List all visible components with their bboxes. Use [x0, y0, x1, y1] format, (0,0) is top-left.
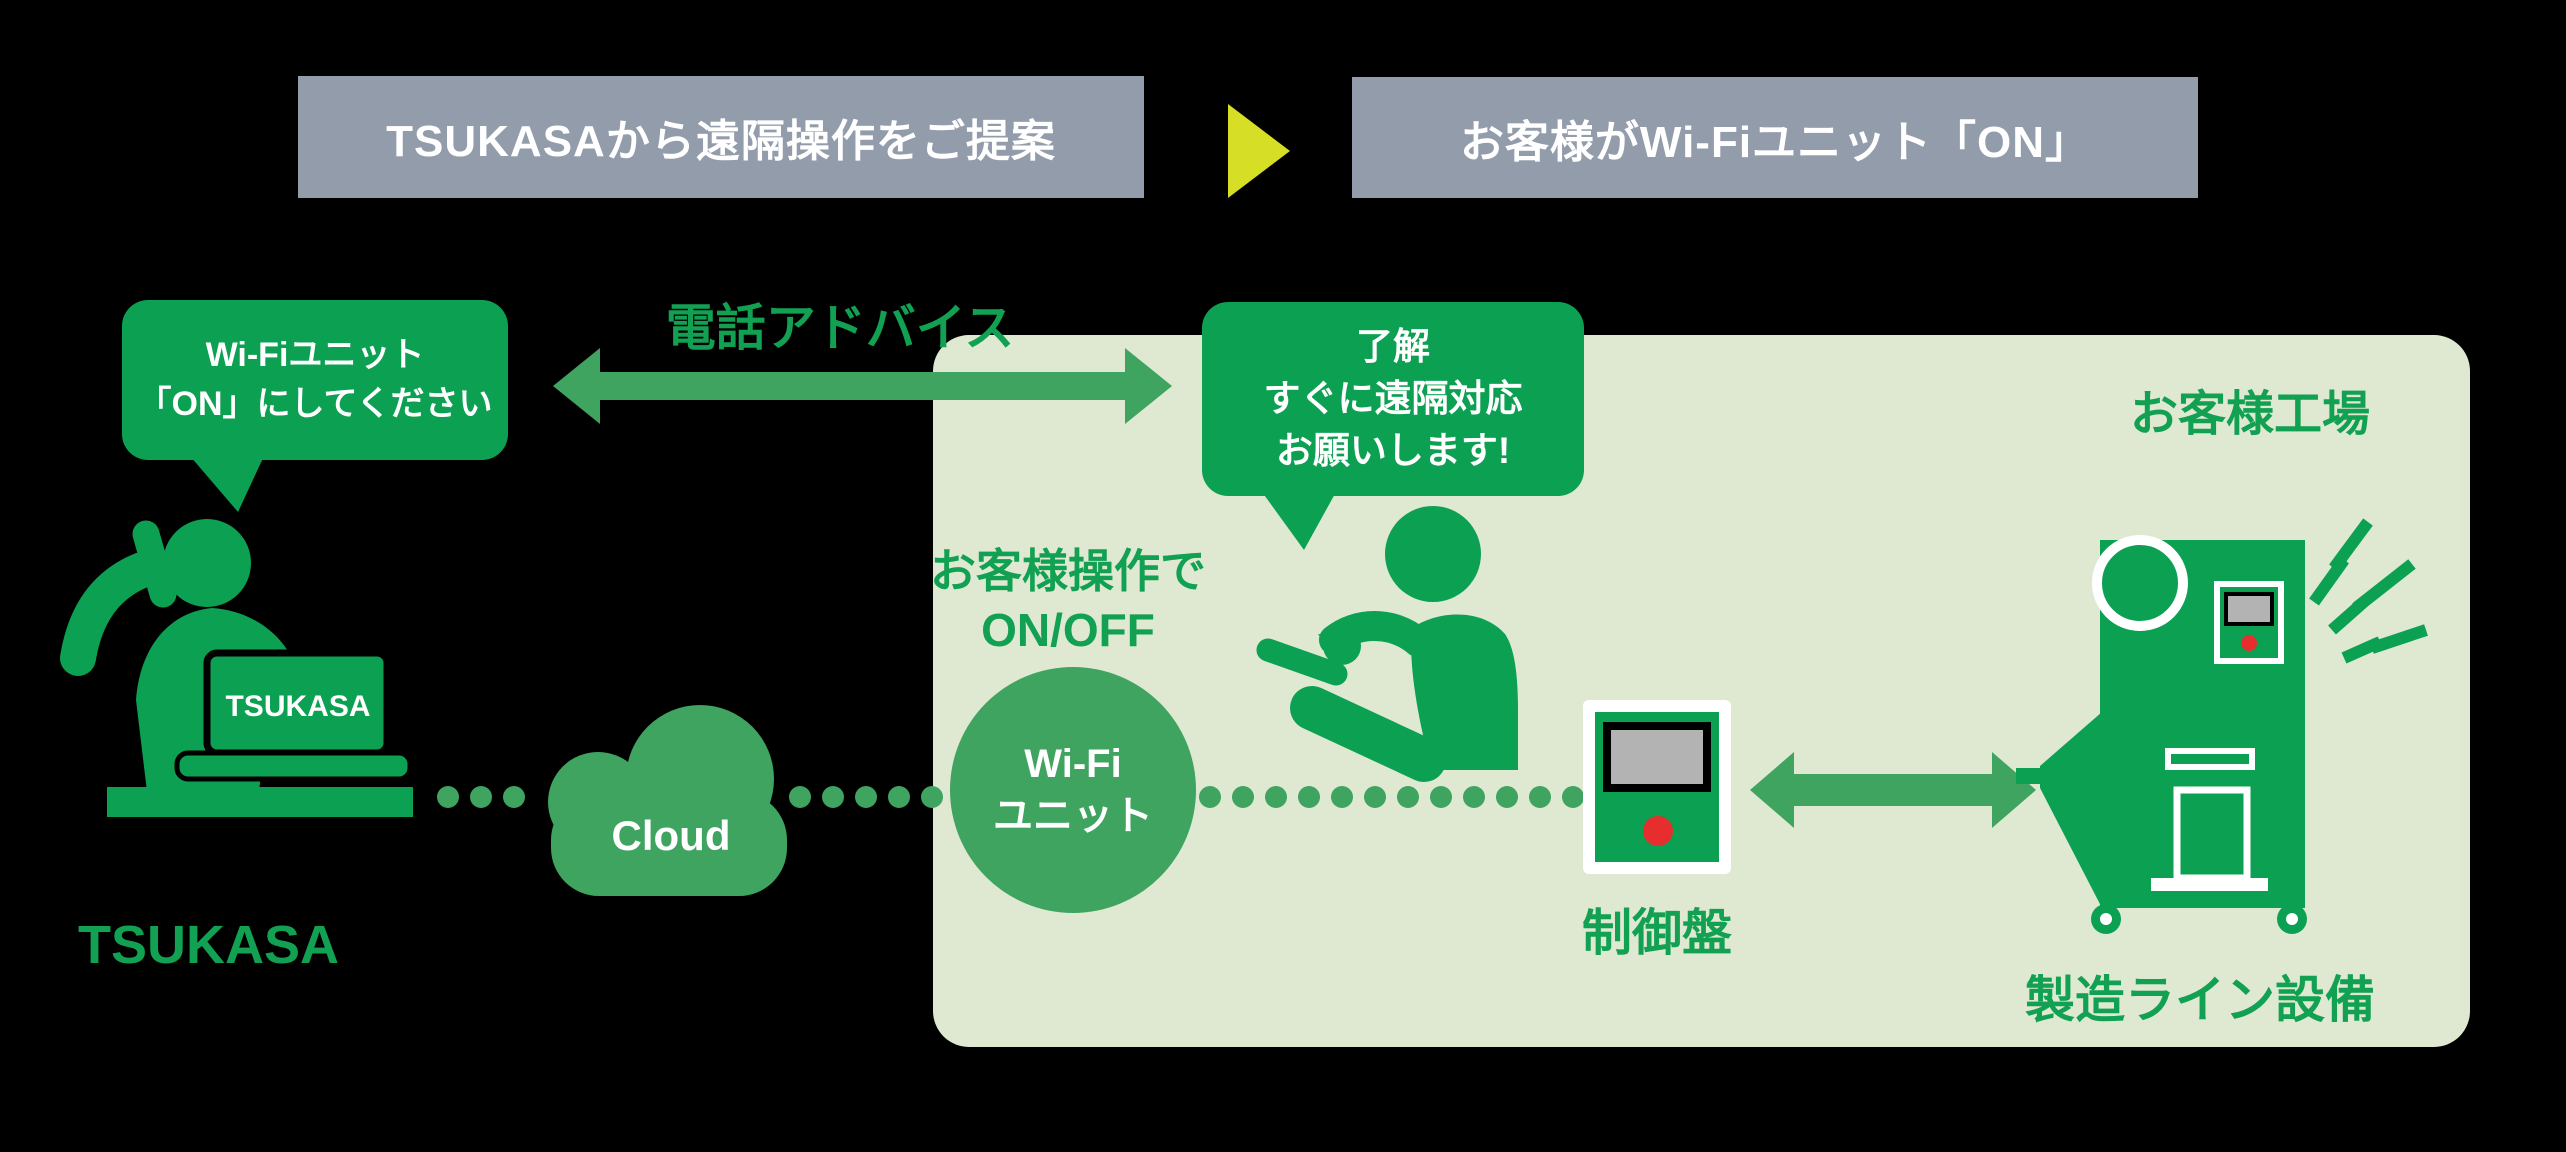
wifi-unit-line2: ユニット — [993, 794, 1153, 838]
equipment-machine-icon — [2016, 518, 2428, 934]
customer-person-icon — [1256, 506, 1518, 782]
panel-red-button — [1643, 816, 1673, 846]
desk-icon — [107, 787, 413, 817]
step2-label: お客様がWi-Fiユニット「ON」 — [1459, 117, 2091, 167]
step-box-proposal: TSUKASAから遠隔操作をご提案 — [298, 76, 1144, 198]
panel-screen — [1611, 730, 1703, 784]
tsukasa-speech-line1: Wi-Fiユニット — [205, 335, 425, 374]
laptop-base-icon — [174, 750, 413, 782]
wifi-unit-line1: Wi-Fi — [1024, 742, 1122, 786]
alarm-lightning-icon — [2309, 518, 2428, 664]
speech-tail-right — [1262, 492, 1336, 550]
phone-advice-label: 電話アドバイス — [665, 300, 1015, 356]
machine-hopper — [2040, 712, 2102, 908]
operation-line2: ON/OFF — [981, 603, 1155, 656]
operation-line1: お客様操作で — [930, 545, 1206, 597]
customer-body — [1411, 614, 1518, 770]
phone-advice-arrow-icon — [553, 348, 1172, 424]
step-arrow-icon — [1228, 104, 1290, 198]
tsukasa-speech-bubble: Wi-Fiユニット 「ON」にしてください — [122, 300, 508, 460]
customer-operation-label: お客様操作で ON/OFF — [876, 542, 1260, 660]
step-box-customer-on: お客様がWi-Fiユニット「ON」 — [1352, 77, 2198, 198]
laptop-screen-label: TSUKASA — [225, 690, 371, 723]
machine-window — [2092, 535, 2188, 631]
tsukasa-name-label: TSUKASA — [78, 915, 340, 975]
step1-label: TSUKASAから遠隔操作をご提案 — [386, 117, 1056, 166]
smartphone-icon — [1256, 638, 1348, 686]
tsukasa-speech-line2: 「ON」にしてください — [137, 385, 493, 423]
customer-fingers — [1318, 634, 1362, 666]
panel-equipment-arrow-icon — [1750, 752, 2036, 828]
customer-speech-line2: すぐに遠隔対応 — [1263, 378, 1523, 420]
tsukasa-operator-icon — [60, 519, 413, 817]
customer-head — [1385, 506, 1481, 602]
operator-arm — [60, 552, 160, 676]
factory-title-label: お客様工場 — [2129, 388, 2370, 441]
customer-speech-line1: 了解 — [1356, 326, 1430, 368]
equipment-label: 製造ライン設備 — [2025, 972, 2375, 1028]
control-panel-label: 制御盤 — [1582, 905, 1732, 961]
control-panel-icon — [1583, 700, 1731, 874]
customer-speech-line3: お願いします! — [1275, 429, 1511, 471]
machine-screen — [2228, 596, 2270, 622]
cloud-icon — [548, 705, 787, 896]
customer-lower-arm — [1290, 686, 1446, 782]
speech-tail-left — [190, 456, 264, 512]
wifi-unit-circle: Wi-Fi ユニット — [950, 667, 1196, 913]
cloud-label: Cloud — [611, 812, 731, 859]
machine-red-button — [2241, 635, 2257, 651]
operator-head — [163, 519, 251, 607]
phone-receiver-icon — [132, 520, 177, 608]
customer-speech-bubble: 了解 すぐに遠隔対応 お願いします! — [1202, 302, 1584, 496]
